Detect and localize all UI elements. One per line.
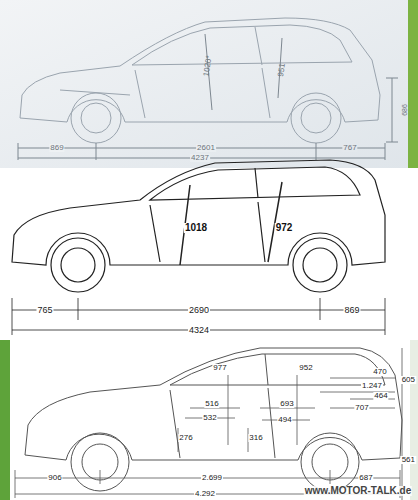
dimension-label: 1.247: [361, 382, 383, 390]
dimension-label: 687: [358, 474, 373, 482]
dimension-label: 972: [275, 223, 294, 233]
dimension-label: 1018: [184, 223, 208, 233]
dimension-label: 605: [401, 376, 416, 384]
dimension-label: 869: [49, 144, 64, 152]
dimension-label: 2.699: [201, 474, 223, 482]
dimension-label: 765: [36, 306, 53, 315]
dimension-label: 693: [279, 400, 294, 408]
dimension-label: 767: [342, 144, 357, 152]
dimension-label: 494: [277, 416, 292, 424]
dimension-label: 952: [298, 364, 313, 372]
dimension-label: 316: [248, 434, 263, 442]
dimension-label: 276: [178, 434, 193, 442]
dimension-label: 561: [401, 456, 416, 464]
dimension-label: 464: [373, 392, 388, 400]
dimension-label: 686: [401, 103, 408, 117]
dimension-label: 516: [204, 400, 219, 408]
dimension-label: 2690: [188, 306, 210, 315]
dimension-label: 869: [343, 306, 360, 315]
dimension-label: 532: [202, 414, 217, 422]
dimension-label: 4.292: [194, 490, 216, 498]
dimension-label: 707: [354, 404, 369, 412]
dimension-label: 977: [212, 364, 227, 372]
dimension-label: 4237: [190, 154, 210, 162]
watermark: www.MOTOR-TALK.de: [304, 486, 412, 496]
dimension-label: 906: [47, 474, 62, 482]
dimension-label: 4324: [188, 326, 210, 335]
dimension-label: 470: [372, 368, 387, 376]
dimension-label: 2601: [196, 144, 216, 152]
